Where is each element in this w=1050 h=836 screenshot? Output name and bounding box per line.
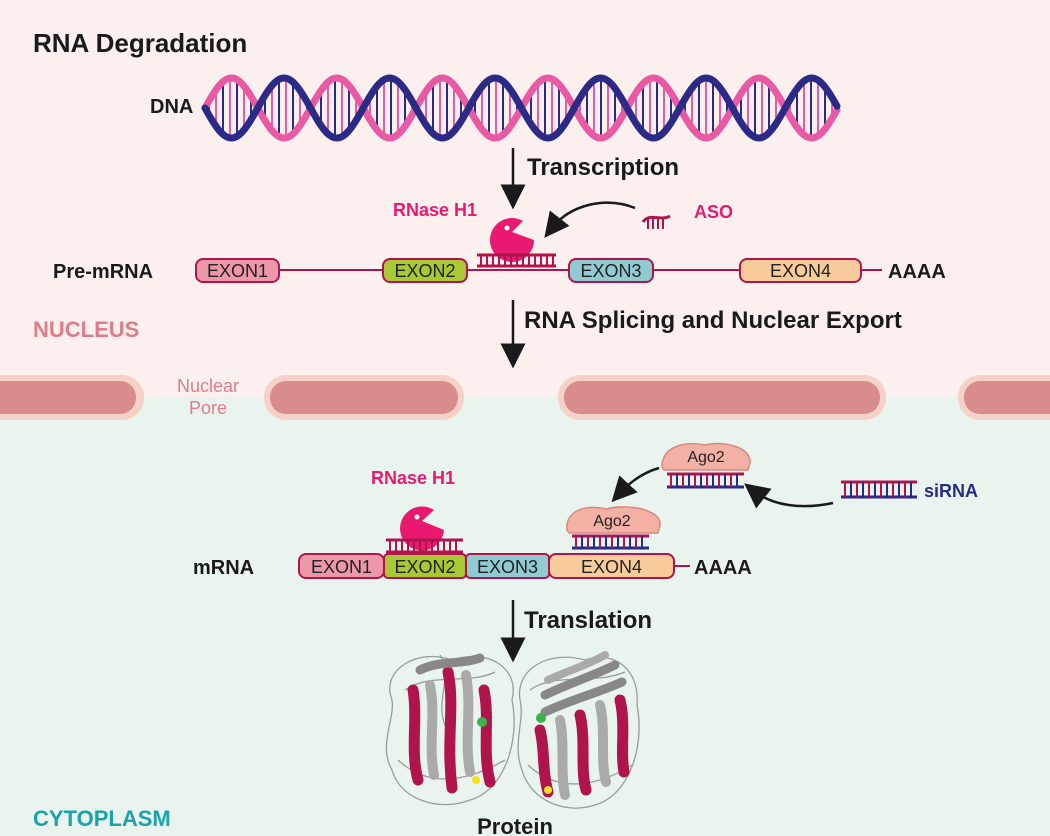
protein-label: Protein xyxy=(477,814,553,836)
ago2-label-bound: Ago2 xyxy=(593,513,630,530)
mrna-exon-1: EXON1 xyxy=(298,553,385,579)
mrna-label: mRNA xyxy=(193,557,254,579)
pre-mrna-exon-3: EXON3 xyxy=(568,258,654,283)
nucleus-label: NUCLEUS xyxy=(33,317,139,342)
rnase-h1-eye-top xyxy=(504,225,510,231)
mrna-exon-2-label: EXON2 xyxy=(394,557,455,577)
ago2-complex-bound: Ago2 xyxy=(566,506,661,550)
dna-label: DNA xyxy=(150,96,193,118)
mrna-exon-3-label: EXON3 xyxy=(477,557,538,577)
nuclear-membrane xyxy=(0,375,1050,420)
nuclear-pore-label-line-2: Pore xyxy=(189,398,227,418)
pre-mrna-exon-4-label: EXON4 xyxy=(770,261,831,281)
pre-mrna-exon-3-label: EXON3 xyxy=(580,261,641,281)
protein-green-marker-left xyxy=(477,717,487,727)
mrna-exon-1-label: EXON1 xyxy=(311,557,372,577)
protein-yellow-marker-right xyxy=(544,786,552,794)
protein-sheets-left xyxy=(407,653,496,794)
pre-mrna-exon-4: EXON4 xyxy=(739,258,862,283)
rnase-h1-label-bottom: RNase H1 xyxy=(371,468,455,488)
protein-sheets-right xyxy=(534,651,630,800)
aso-duplex-premrna xyxy=(477,253,556,268)
nuclear-pore-label-line-1: Nuclear xyxy=(177,376,239,396)
translation-label: Translation xyxy=(524,607,652,634)
ago2-to-mrna-arrow xyxy=(611,466,660,503)
aso-molecule xyxy=(641,214,671,229)
nucleus-region xyxy=(0,0,1050,397)
mrna-exon-4: EXON4 xyxy=(548,553,675,579)
protein-structure xyxy=(385,651,640,809)
rnase-h1-enzyme-top xyxy=(490,218,534,263)
protein-yellow-marker-left xyxy=(472,776,480,784)
splicing-label: RNA Splicing and Nuclear Export xyxy=(524,307,902,334)
mrna-polya-tail: AAAA xyxy=(694,557,752,579)
cytoplasm-label: CYTOPLASM xyxy=(33,806,171,831)
pre-mrna-label: Pre-mRNA xyxy=(53,261,153,283)
sirna-label: siRNA xyxy=(924,481,978,501)
aso-approach-arrow xyxy=(544,201,636,238)
mrna-exon-4-label: EXON4 xyxy=(581,557,642,577)
pre-mrna-polya-tail: AAAA xyxy=(888,261,946,283)
mrna-exon-2: EXON2 xyxy=(383,553,467,579)
aso-duplex-mrna xyxy=(386,538,463,554)
protein-green-marker-right xyxy=(536,713,546,723)
pre-mrna-exon-2: EXON2 xyxy=(382,258,468,283)
pre-mrna-exon-1: EXON1 xyxy=(195,258,280,283)
ago2-label-free: Ago2 xyxy=(687,449,724,466)
pre-mrna-exon-2-label: EXON2 xyxy=(394,261,455,281)
sirna-loading-arrow xyxy=(744,483,834,509)
pre-mrna-exon-1-label: EXON1 xyxy=(207,261,268,281)
mrna-exon-3: EXON3 xyxy=(465,553,550,579)
dna-helix xyxy=(201,74,841,142)
sirna-molecule xyxy=(841,480,917,499)
dna-strand-navy xyxy=(201,74,841,142)
cytoplasm-region xyxy=(0,397,1050,836)
ago2-complex-free: Ago2 xyxy=(661,442,751,489)
transcription-label: Transcription xyxy=(527,154,679,181)
rnase-h1-eye-bottom xyxy=(414,514,420,520)
aso-label: ASO xyxy=(694,202,733,222)
page-title: RNA Degradation xyxy=(33,28,247,58)
rnase-h1-label-top: RNase H1 xyxy=(393,200,477,220)
